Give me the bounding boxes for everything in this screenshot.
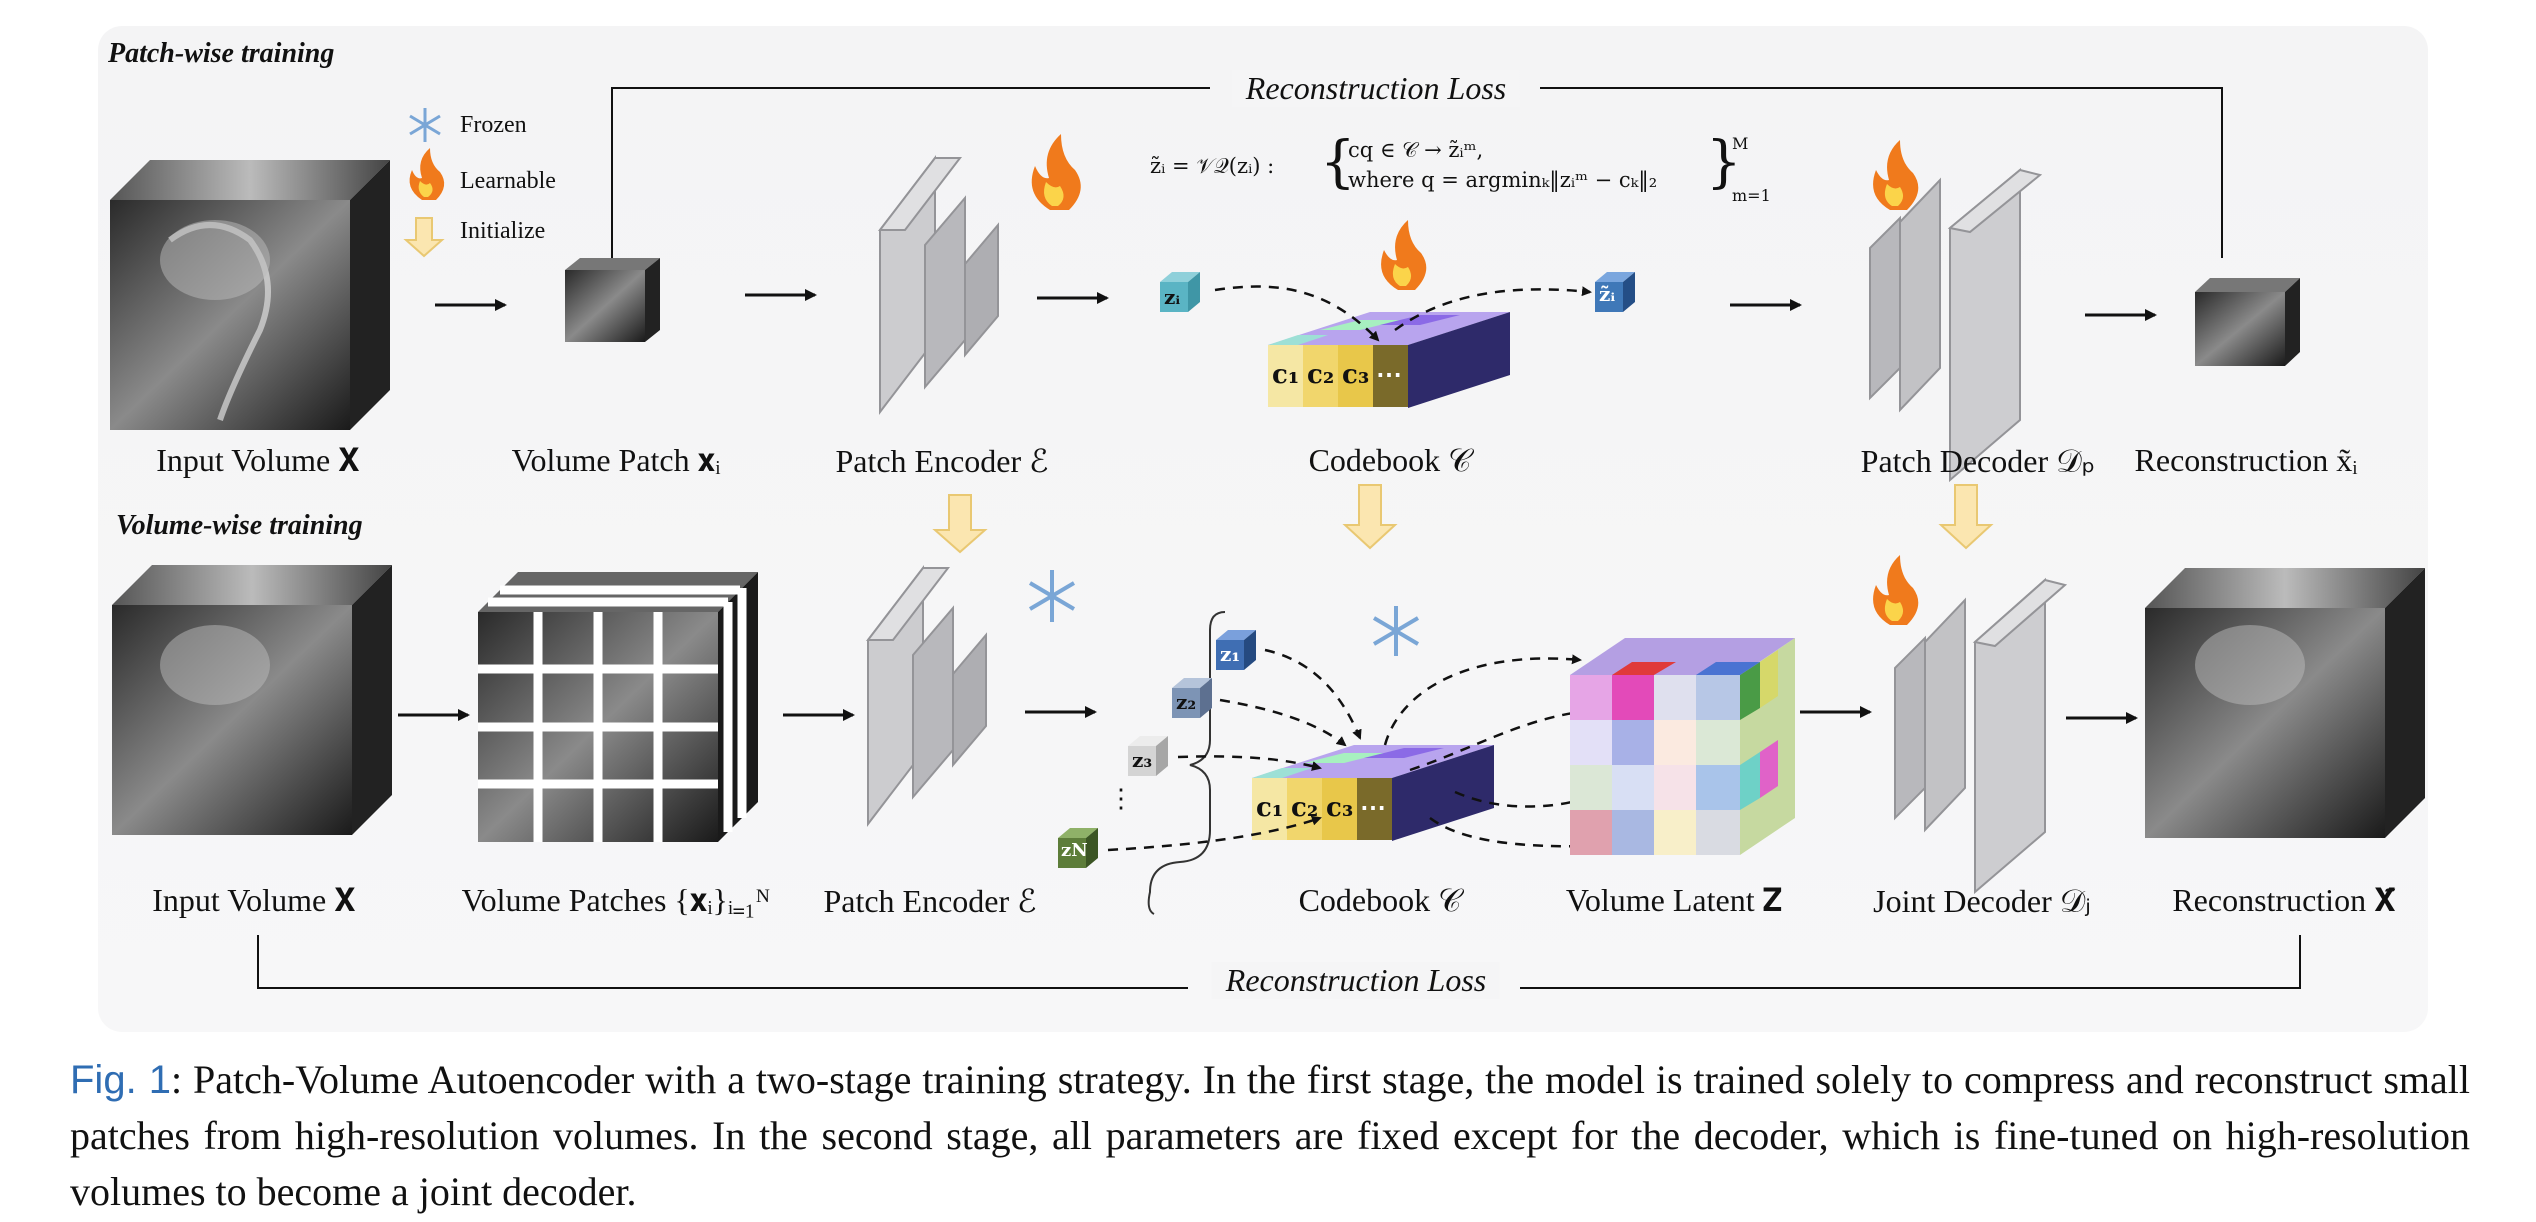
token-z2 — [1172, 678, 1212, 718]
formula-right-brace: } — [1706, 130, 1742, 195]
token-zN — [1058, 828, 1098, 868]
init-arrow-codebook — [1342, 484, 1398, 550]
label-patch-encoder-bottom: Patch Encoder ℰ — [823, 883, 1037, 919]
fire-icon-decoder-top — [1873, 140, 1919, 210]
code-dots: ⋯ — [1376, 360, 1402, 390]
legend-frozen-label: Frozen — [460, 112, 527, 138]
codebook-top — [1268, 312, 1510, 408]
token-zN-label: zN — [1061, 840, 1088, 861]
joint-decoder — [1894, 577, 2068, 895]
loss-line-bottom-left — [257, 935, 1188, 989]
code-c2: c₂ — [1307, 360, 1335, 390]
label-volume-patch: Volume Patch 𝐱ᵢ — [511, 442, 721, 478]
figure-number-label: Fig. 1 — [70, 1058, 171, 1102]
loss-line-top-left — [611, 87, 1210, 258]
volume-patch-cube — [565, 258, 660, 342]
init-arrow-encoder — [932, 494, 988, 554]
label-volume-patches: Volume Patches {𝐱ᵢ}ᵢ₌₁ᴺ — [461, 882, 771, 918]
label-codebook-top: Codebook 𝒞 — [1308, 442, 1472, 478]
label-input-volume-top: Input Volume 𝐗 — [156, 442, 360, 478]
token-z3 — [1128, 736, 1168, 776]
token-zi-tilde-label: z̃ᵢ — [1599, 282, 1616, 306]
token-zi — [1160, 272, 1200, 312]
section-title-patch-wise: Patch-wise training — [108, 38, 335, 69]
fire-icon-encoder-top — [1031, 134, 1081, 210]
reconstruction-volume-cube — [2145, 568, 2425, 838]
dashed-zi-to-codebook — [1214, 285, 1380, 342]
loss-label-top: Reconstruction Loss — [1231, 70, 1521, 107]
legend-initialize-label: Initialize — [460, 218, 546, 244]
legend-snowflake-icon — [409, 108, 441, 142]
token-z3-label: z₃ — [1132, 748, 1153, 772]
dashed-codebook-to-zi-tilde — [1394, 286, 1592, 332]
label-volume-latent: Volume Latent 𝐙 — [1565, 882, 1783, 918]
formula-lhs: z̃ᵢ = 𝒱𝒬(zᵢ) : — [1150, 154, 1275, 178]
label-codebook-bottom: Codebook 𝒞 — [1298, 882, 1462, 918]
token-brace — [1147, 611, 1226, 915]
dashed-token-arrows — [1107, 648, 1632, 852]
reconstruction-patch-cube — [2195, 278, 2300, 366]
token-z2-label: z₂ — [1176, 690, 1197, 714]
label-patch-encoder-top: Patch Encoder ℰ — [835, 443, 1049, 479]
formula-line1: cq ∈ 𝒞 → z̃ᵢᵐ, — [1348, 138, 1484, 162]
patch-encoder-bottom — [865, 565, 987, 827]
token-z1-label: z₁ — [1220, 642, 1241, 666]
formula-brace: { — [1320, 130, 1356, 195]
input-volume-cube-top — [110, 160, 390, 430]
code-c1-bottom: c₁ — [1256, 793, 1284, 823]
fire-icon-decoder-bottom — [1873, 555, 1919, 625]
fire-icon-codebook-top — [1381, 220, 1427, 290]
figure-caption-text: : Patch-Volume Autoencoder with a two-st… — [70, 1057, 2471, 1214]
legend-initialize-arrow-icon — [403, 217, 445, 258]
loss-line-bottom-right — [1520, 935, 2301, 989]
code-c2-bottom: c₂ — [1291, 793, 1319, 823]
label-reconstruction-bottom: Reconstruction 𝐗̃ — [2172, 882, 2396, 918]
legend-learnable-label: Learnable — [460, 168, 556, 194]
label-patch-decoder: Patch Decoder 𝒟ₚ — [1860, 443, 2096, 479]
label-input-volume-bottom: Input Volume 𝐗 — [152, 882, 356, 918]
token-zi-tilde — [1595, 272, 1635, 312]
label-reconstruction-top: Reconstruction x̃ᵢ — [2134, 442, 2358, 478]
code-c1: c₁ — [1272, 360, 1300, 390]
code-c3: c₃ — [1342, 360, 1370, 390]
code-c3-bottom: c₃ — [1326, 793, 1354, 823]
token-dots: ⋮ — [1108, 784, 1134, 814]
formula-sup: M — [1732, 134, 1749, 153]
legend-fire-icon — [409, 148, 445, 200]
code-dots-bottom: ⋯ — [1360, 793, 1386, 823]
label-joint-decoder: Joint Decoder 𝒟ⱼ — [1873, 883, 2091, 919]
codebook-bottom — [1252, 745, 1494, 841]
token-z1 — [1216, 630, 1256, 670]
formula-sub: m=1 — [1732, 186, 1771, 205]
patch-decoder-top — [1869, 167, 2043, 483]
snowflake-icon-codebook-bottom — [1372, 606, 1420, 656]
loss-label-bottom: Reconstruction Loss — [1211, 962, 1501, 999]
input-volume-cube-bottom — [112, 565, 392, 835]
figure-caption: Fig. 1: Patch-Volume Autoencoder with a … — [70, 1052, 2470, 1220]
formula-line2: where q = argminₖ‖zᵢᵐ − cₖ‖₂ — [1348, 168, 1658, 192]
init-arrow-decoder — [1938, 484, 1994, 550]
token-zi-label: zᵢ — [1164, 285, 1181, 309]
snowflake-icon-encoder-bottom — [1028, 570, 1076, 622]
volume-latent-cube — [1570, 638, 1795, 855]
figure-panel — [98, 26, 2428, 1032]
section-title-volume-wise: Volume-wise training — [116, 510, 363, 541]
volume-patches-grid-cube — [478, 572, 758, 842]
loss-line-top-right — [1540, 87, 2223, 258]
patch-encoder-top — [877, 155, 999, 415]
